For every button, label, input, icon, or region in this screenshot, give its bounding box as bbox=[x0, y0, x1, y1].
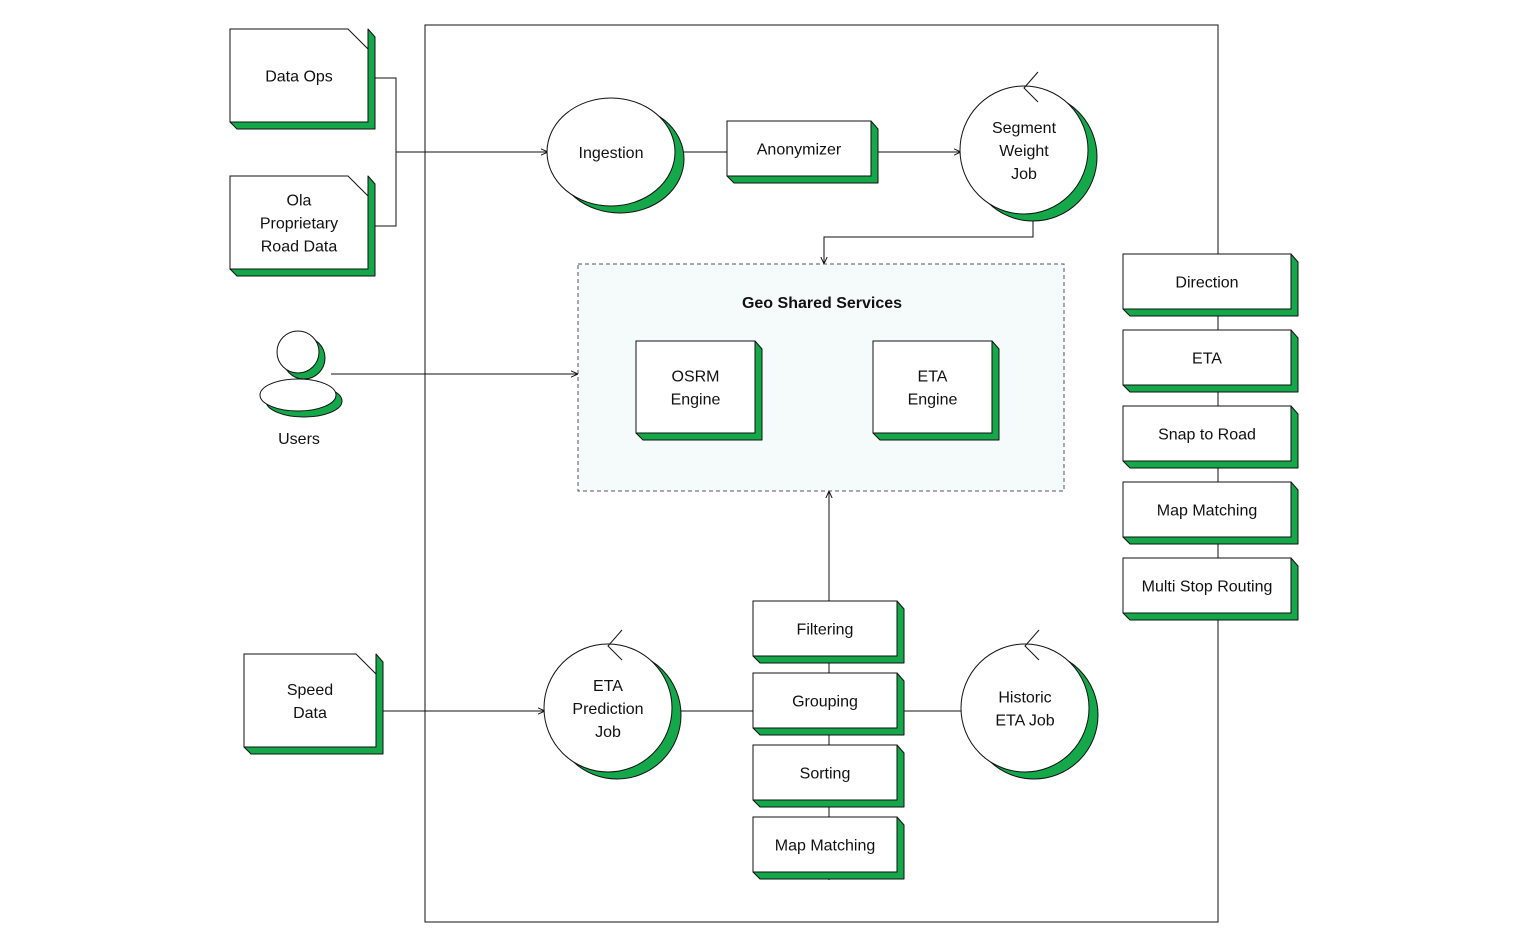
api-snap-to-road-label-line: Snap to Road bbox=[1158, 427, 1256, 444]
api-eta-label-line: ETA bbox=[1192, 351, 1222, 368]
anonymizer-box-label-line: Anonymizer bbox=[757, 142, 842, 159]
ingestion-node-label-line: Ingestion bbox=[579, 145, 644, 162]
eta-engine-box-label-line: Engine bbox=[908, 392, 958, 409]
segment-weight-job-loop-icon bbox=[1023, 71, 1039, 103]
speed-data-doc-label-line: Data bbox=[293, 705, 327, 722]
historic-eta-job-loop-icon bbox=[1024, 629, 1040, 661]
data-ops-doc-label-line: Data Ops bbox=[265, 69, 333, 86]
osrm-engine-box: OSRM Engine bbox=[635, 340, 763, 441]
ola-road-data-doc-label-line: Ola bbox=[287, 193, 312, 210]
api-multi-stop-routing: Multi Stop Routing bbox=[1122, 557, 1299, 621]
historic-eta-job-label-line: ETA Job bbox=[995, 713, 1054, 730]
ola-road-data-doc-label-line: Road Data bbox=[261, 239, 338, 256]
eta-prediction-job-label-line: Prediction bbox=[572, 701, 643, 718]
eta-step-sorting: Sorting bbox=[752, 744, 905, 808]
geo-shared-services-title: Geo Shared Services bbox=[742, 295, 902, 312]
eta-prediction-job-label-line: ETA bbox=[593, 678, 623, 695]
eta-step-filtering: Filtering bbox=[752, 600, 905, 664]
api-direction: Direction bbox=[1122, 253, 1299, 317]
eta-step-map-matching: Map Matching bbox=[752, 816, 905, 880]
segment-weight-job-label-line: Segment bbox=[992, 120, 1057, 137]
api-direction-label-line: Direction bbox=[1175, 275, 1238, 292]
user-icon bbox=[259, 330, 343, 418]
eta-prediction-job-loop-icon bbox=[607, 629, 623, 661]
osrm-engine-box-label-line: OSRM bbox=[672, 369, 720, 386]
connector-segment-to-geo bbox=[824, 221, 1034, 264]
anonymizer-box: Anonymizer bbox=[726, 120, 879, 184]
api-multi-stop-routing-label-line: Multi Stop Routing bbox=[1142, 579, 1273, 596]
data-ops-doc: Data Ops bbox=[229, 28, 376, 130]
users-label: Users bbox=[278, 431, 320, 448]
eta-engine-box: ETA Engine bbox=[872, 340, 1000, 441]
eta-step-grouping: Grouping bbox=[752, 672, 905, 736]
eta-step-map-matching-label-line: Map Matching bbox=[775, 838, 876, 855]
ingestion-node: Ingestion bbox=[546, 97, 685, 214]
eta-engine-box-label-line: ETA bbox=[918, 369, 948, 386]
speed-data-doc-label-line: Speed bbox=[287, 682, 333, 699]
api-map-matching: Map Matching bbox=[1122, 481, 1299, 545]
segment-weight-job-label-line: Weight bbox=[999, 143, 1049, 160]
segment-weight-job-label-line: Job bbox=[1011, 166, 1037, 183]
api-snap-to-road: Snap to Road bbox=[1122, 405, 1299, 469]
api-map-matching-label-line: Map Matching bbox=[1157, 503, 1258, 520]
osrm-engine-box-label-line: Engine bbox=[671, 392, 721, 409]
eta-prediction-job-label-line: Job bbox=[595, 724, 621, 741]
ola-road-data-doc-label-line: Proprietary bbox=[260, 216, 338, 233]
historic-eta-job-label-line: Historic bbox=[998, 690, 1051, 707]
api-eta: ETA bbox=[1122, 329, 1299, 393]
eta-step-filtering-label-line: Filtering bbox=[797, 622, 854, 639]
eta-step-grouping-label-line: Grouping bbox=[792, 694, 858, 711]
eta-step-sorting-label-line: Sorting bbox=[800, 766, 851, 783]
